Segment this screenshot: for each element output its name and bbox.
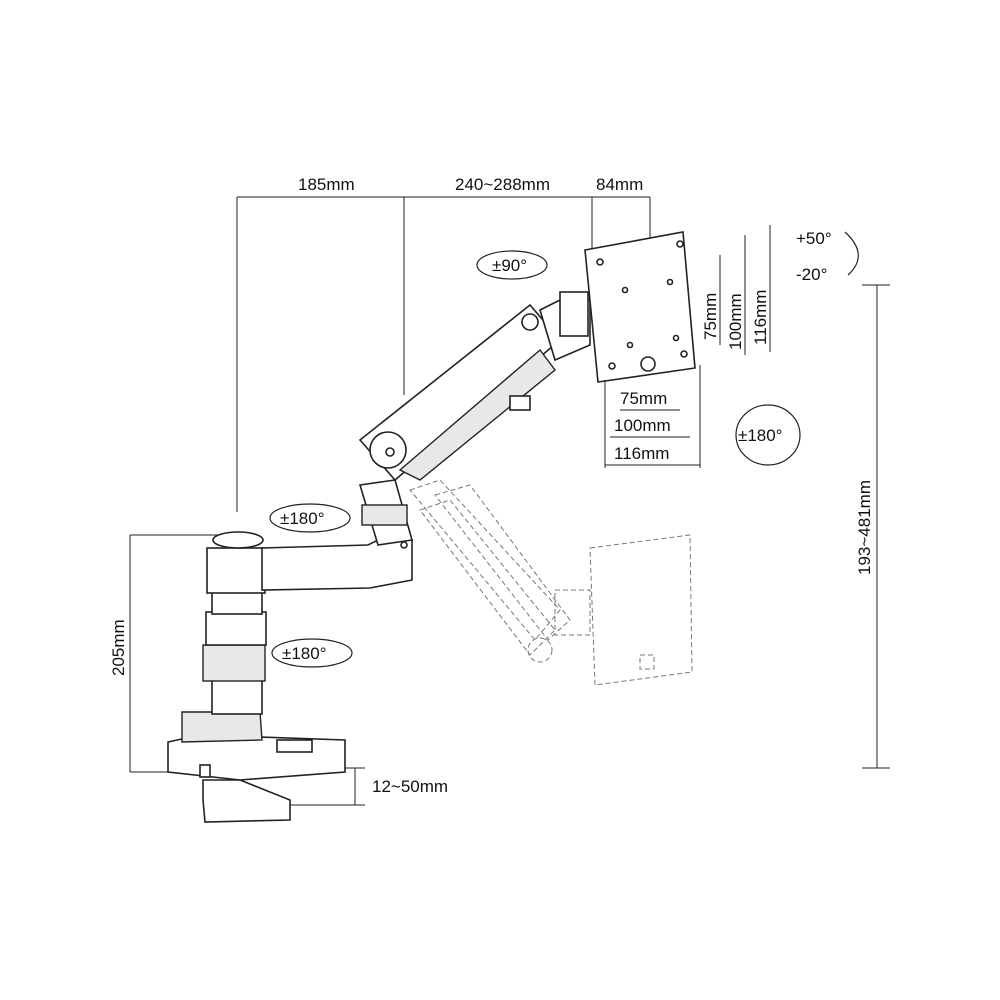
vesa-horizontal-75: 75mm [620,389,667,408]
pole [202,531,267,715]
dimension-pole-height: 205mm [109,619,128,676]
dimension-arm-extension: 240~288mm [455,175,550,194]
desk-thickness-line [290,767,365,806]
pole-height-line [129,534,222,773]
vesa-horizontal-100: 100mm [614,416,671,435]
rotation-arrow-icon [269,231,859,668]
vesa-vertical-116: 116mm [751,290,770,345]
vesa-vertical-100: 100mm [726,293,745,350]
dimension-head-offset: 84mm [596,175,643,194]
rotation-elbow: ±180° [280,509,325,528]
tilt-down: -20° [796,265,827,284]
upper-arm [358,303,562,482]
rotation-head: ±90° [492,256,527,275]
top-dimension-lines [236,196,651,512]
total-height-line [862,284,890,769]
lower-arm [261,479,414,591]
rotation-base: ±180° [282,644,327,663]
dimension-desk-thickness: 12~50mm [372,777,448,796]
dimension-arm-base-reach: 185mm [298,175,355,194]
tilt-up: +50° [796,229,832,248]
vesa-vertical-75: 75mm [701,293,720,340]
desk-clamp [167,711,346,823]
vesa-horizontal-116: 116mm [614,444,669,463]
vesa-plate [584,231,696,383]
tilt-head [539,291,591,362]
dimension-total-height: 193~481mm [855,480,874,575]
ghost-arm-position [409,479,693,686]
rotation-screen: ±180° [738,426,783,445]
vesa-dimension-lines [604,225,771,468]
